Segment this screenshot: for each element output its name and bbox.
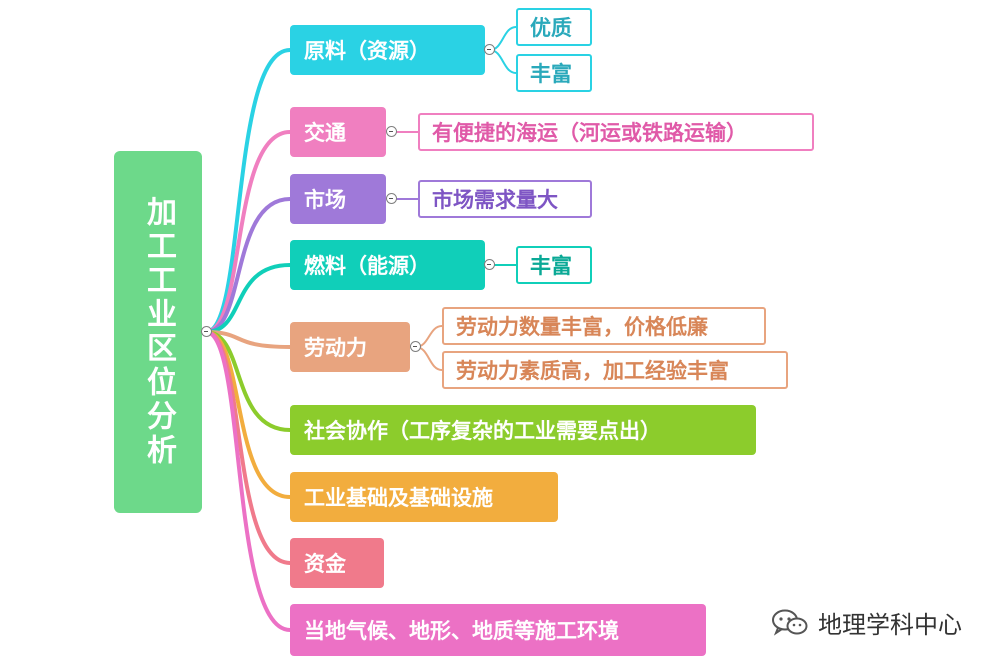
root-label: 加工工业区位分析 bbox=[141, 196, 176, 468]
branch-market-collapse[interactable] bbox=[386, 193, 397, 204]
leaf-label: 有便捷的海运（河运或铁路运输） bbox=[432, 121, 747, 145]
branch-connector bbox=[204, 197, 292, 334]
branch-connector bbox=[204, 330, 292, 499]
branch-connector bbox=[204, 130, 292, 334]
leaf-sea-transport[interactable]: 有便捷的海运（河运或铁路运输） bbox=[418, 113, 814, 151]
branch-label: 交通 bbox=[304, 121, 346, 145]
leaf-labor-cheap[interactable]: 劳动力数量丰富，价格低廉 bbox=[442, 307, 766, 345]
leaf-connector bbox=[415, 346, 443, 371]
branch-label: 市场 bbox=[304, 188, 346, 212]
branch-market[interactable]: 市场 bbox=[290, 174, 386, 224]
leaf-label: 丰富 bbox=[530, 254, 572, 278]
branch-label: 社会协作（工序复杂的工业需要点出） bbox=[304, 419, 661, 443]
branch-raw-materials[interactable]: 原料（资源） bbox=[290, 25, 485, 75]
watermark: 地理学科中心 bbox=[770, 605, 962, 640]
branch-label: 当地气候、地形、地质等施工环境 bbox=[304, 619, 619, 643]
leaf-market-demand[interactable]: 市场需求量大 bbox=[418, 180, 592, 218]
branch-labor[interactable]: 劳动力 bbox=[290, 322, 410, 372]
branch-transport-collapse[interactable] bbox=[386, 126, 397, 137]
branch-label: 劳动力 bbox=[304, 336, 367, 360]
branch-label: 工业基础及基础设施 bbox=[304, 486, 493, 510]
branch-social-cooperation[interactable]: 社会协作（工序复杂的工业需要点出） bbox=[290, 405, 756, 455]
branch-label: 燃料（能源） bbox=[304, 254, 430, 278]
branch-labor-collapse[interactable] bbox=[410, 341, 421, 352]
leaf-label: 劳动力素质高，加工经验丰富 bbox=[456, 359, 729, 383]
root-collapse-toggle[interactable] bbox=[201, 326, 212, 337]
branch-transport[interactable]: 交通 bbox=[290, 107, 386, 157]
leaf-abundant-fuel[interactable]: 丰富 bbox=[516, 246, 592, 284]
branch-connector bbox=[204, 48, 292, 334]
branch-label: 原料（资源） bbox=[304, 39, 430, 63]
leaf-labor-skilled[interactable]: 劳动力素质高，加工经验丰富 bbox=[442, 351, 788, 389]
branch-fuel[interactable]: 燃料（能源） bbox=[290, 240, 485, 290]
branch-label: 资金 bbox=[304, 552, 346, 576]
leaf-abundant-raw[interactable]: 丰富 bbox=[516, 54, 592, 92]
leaf-label: 劳动力数量丰富，价格低廉 bbox=[456, 315, 708, 339]
leaf-label: 优质 bbox=[530, 16, 572, 40]
root-node[interactable]: 加工工业区位分析 bbox=[114, 151, 202, 513]
leaf-label: 市场需求量大 bbox=[432, 188, 558, 212]
branch-connector bbox=[204, 330, 292, 632]
branch-capital[interactable]: 资金 bbox=[290, 538, 384, 588]
leaf-label: 丰富 bbox=[530, 62, 572, 86]
branch-fuel-collapse[interactable] bbox=[484, 259, 495, 270]
branch-industrial-base[interactable]: 工业基础及基础设施 bbox=[290, 472, 558, 522]
branch-connector bbox=[204, 263, 292, 334]
watermark-text: 地理学科中心 bbox=[818, 611, 962, 639]
branch-construction-environment[interactable]: 当地气候、地形、地质等施工环境 bbox=[290, 604, 706, 656]
wechat-icon bbox=[772, 609, 808, 636]
leaf-high-quality[interactable]: 优质 bbox=[516, 8, 592, 46]
branch-connector bbox=[204, 330, 292, 349]
branch-raw-materials-collapse[interactable] bbox=[484, 44, 495, 55]
leaf-connector bbox=[489, 49, 517, 74]
